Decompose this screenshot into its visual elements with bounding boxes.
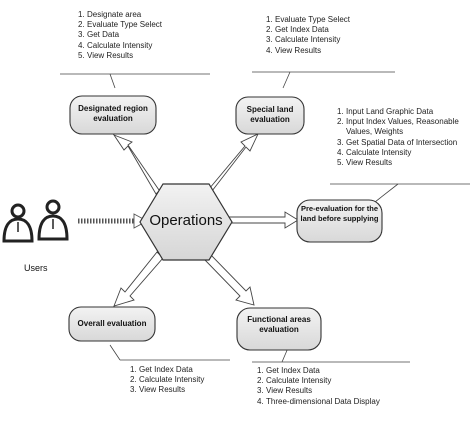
step-item: 3.View Results bbox=[257, 386, 380, 396]
node-pre-box bbox=[296, 199, 383, 243]
step-text: Calculate Intensity bbox=[87, 40, 153, 50]
step-item: 3.Calculate Intensity bbox=[266, 35, 350, 45]
step-number: 1. bbox=[130, 365, 137, 374]
step-item: 4.Calculate Intensity bbox=[337, 148, 459, 158]
step-number: 5. bbox=[78, 50, 85, 60]
step-number: 4. bbox=[257, 396, 264, 406]
arrow-to-pre bbox=[225, 211, 299, 229]
step-text: View Results bbox=[346, 158, 393, 168]
step-item: 4.View Results bbox=[266, 46, 350, 56]
step-number: 1. bbox=[266, 15, 273, 24]
step-text: Calculate Intensity bbox=[275, 35, 341, 45]
step-text: View Results bbox=[266, 386, 313, 396]
step-item: 3.Get Spatial Data of Intersection bbox=[337, 138, 459, 148]
step-item: 1.Get Index Data bbox=[257, 366, 380, 376]
step-number: 3. bbox=[337, 137, 344, 147]
node-special-label: Special land evaluation bbox=[246, 105, 294, 124]
step-item: 4.Calculate Intensity bbox=[78, 41, 162, 51]
step-text: View Results bbox=[139, 385, 186, 395]
step-number: 2. bbox=[266, 25, 273, 35]
arrow-to-overall bbox=[113, 251, 164, 307]
node-pre-label: Pre-evaluation for the land before suppl… bbox=[300, 204, 379, 223]
users-label: Users bbox=[24, 263, 48, 273]
step-text: Calculate Intensity bbox=[266, 376, 332, 386]
step-number: 5. bbox=[337, 158, 344, 168]
operations-label: Operations bbox=[149, 212, 223, 229]
step-number: 3. bbox=[257, 386, 264, 396]
step-text: Get Spatial Data of Intersection bbox=[346, 137, 458, 147]
step-number: 1. bbox=[337, 107, 344, 116]
node-designated-label: Designated region evaluation bbox=[78, 104, 148, 123]
step-number: 3. bbox=[78, 30, 85, 40]
step-item: 2.Get Index Data bbox=[266, 25, 350, 35]
users-arrow bbox=[78, 213, 148, 229]
step-number: 4. bbox=[78, 40, 85, 50]
step-item: Values, Weights bbox=[337, 127, 459, 137]
step-item: 1.Get Index Data bbox=[130, 365, 204, 375]
node-overall-box bbox=[68, 306, 156, 342]
step-text: Calculate Intensity bbox=[139, 375, 205, 385]
step-item: 2.Evaluate Type Select bbox=[78, 20, 162, 30]
step-text: Values, Weights bbox=[346, 127, 404, 137]
step-text: Input Land Graphic Data bbox=[346, 107, 434, 116]
step-item: 1.Designate area bbox=[78, 10, 162, 20]
step-text: Input Index Values, Reasonable bbox=[346, 117, 459, 127]
step-text: Designate area bbox=[87, 10, 142, 19]
step-text: Get Index Data bbox=[275, 25, 329, 35]
node-special-box bbox=[235, 96, 305, 135]
users-icon bbox=[2, 199, 69, 243]
arrow-to-special bbox=[205, 133, 259, 192]
node-designated-box bbox=[69, 95, 157, 135]
callout-line-special-tick bbox=[282, 71, 291, 89]
step-number: 2. bbox=[257, 376, 264, 386]
callout-line-pre-tick bbox=[374, 183, 399, 203]
step-item: 5.View Results bbox=[78, 51, 162, 61]
callout-line-overall-tick bbox=[109, 344, 121, 361]
step-item: 3.Get Data bbox=[78, 30, 162, 40]
node-functional-box bbox=[236, 307, 322, 351]
step-text: Get Data bbox=[87, 30, 120, 40]
arrow-to-designated bbox=[112, 134, 163, 195]
step-text: Get Index Data bbox=[266, 366, 320, 375]
step-text: View Results bbox=[275, 45, 322, 55]
step-item: 2.Input Index Values, Reasonable bbox=[337, 117, 459, 127]
step-text: Three-dimensional Data Display bbox=[266, 396, 380, 406]
step-number: 1. bbox=[257, 366, 264, 375]
step-number: 4. bbox=[337, 147, 344, 157]
step-item: 5.View Results bbox=[337, 158, 459, 168]
step-number: 1. bbox=[78, 10, 85, 19]
step-text: Evaluate Type Select bbox=[87, 20, 163, 30]
node-functional-label: Functional areas evaluation bbox=[247, 315, 311, 334]
callout-line-designated-tick bbox=[109, 73, 116, 89]
step-item: 4.Three-dimensional Data Display bbox=[257, 397, 380, 407]
step-item: 3.View Results bbox=[130, 385, 204, 395]
step-number: 3. bbox=[130, 385, 137, 395]
operations-hexagon bbox=[139, 183, 233, 261]
step-text: Calculate Intensity bbox=[346, 147, 412, 157]
step-text: Get Index Data bbox=[139, 365, 193, 374]
step-number: 2. bbox=[78, 20, 85, 30]
arrow-to-functional bbox=[203, 253, 255, 306]
step-text: Evaluate Type Select bbox=[275, 15, 351, 24]
step-item: 2.Calculate Intensity bbox=[130, 375, 204, 385]
step-text: View Results bbox=[87, 50, 134, 60]
step-number: 3. bbox=[266, 35, 273, 45]
node-overall-label: Overall evaluation bbox=[77, 319, 147, 328]
step-item: 1.Evaluate Type Select bbox=[266, 15, 350, 25]
step-number: 4. bbox=[266, 45, 273, 55]
step-item: 2.Calculate Intensity bbox=[257, 376, 380, 386]
step-number: 2. bbox=[130, 375, 137, 385]
step-item: 1.Input Land Graphic Data bbox=[337, 107, 459, 117]
step-number: 2. bbox=[337, 117, 344, 127]
